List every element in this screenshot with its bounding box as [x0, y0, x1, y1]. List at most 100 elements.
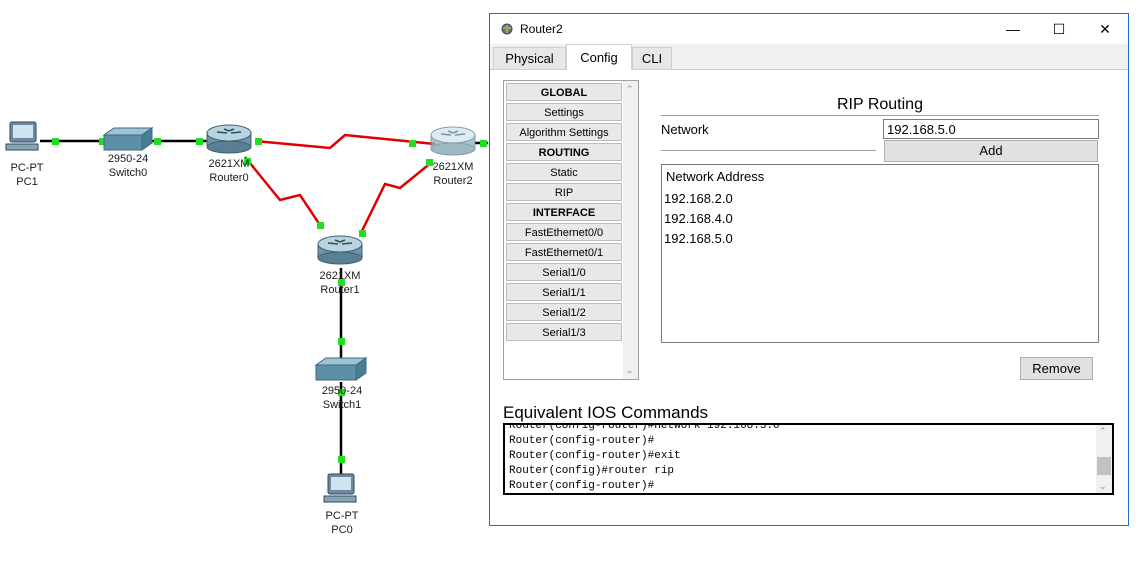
router-icon [430, 126, 476, 156]
device-pc0[interactable]: PC-PT PC0 [323, 473, 359, 536]
network-label: Network [661, 122, 709, 137]
topology-canvas[interactable]: PC-PT PC1 2950-24 Switch0 2621XM Router0 [0, 0, 488, 563]
status-dot [154, 138, 161, 145]
device-name-label: Router2 [433, 175, 472, 187]
device-model-label: PC-PT [11, 162, 44, 174]
device-model-label: 2621XM [209, 158, 250, 170]
device-name-label: Router0 [209, 172, 248, 184]
device-pc1[interactable]: PC-PT PC1 [0, 121, 44, 188]
config-nav-list: GLOBAL Settings Algorithm Settings ROUTI… [506, 83, 622, 343]
maximize-button[interactable]: ☐ [1036, 14, 1082, 44]
list-item[interactable]: 192.168.4.0 [664, 211, 733, 226]
status-dot [255, 138, 262, 145]
nav-section-global[interactable]: GLOBAL [506, 83, 622, 101]
device-name-label: Switch0 [109, 167, 148, 179]
ios-commands-console[interactable]: Router(config-router)#network 192.168.5.… [503, 423, 1114, 495]
app-icon [501, 23, 513, 35]
nav-section-interface[interactable]: INTERFACE [506, 203, 622, 221]
close-icon: ✕ [1099, 21, 1111, 37]
maximize-icon: ☐ [1052, 21, 1066, 37]
chevron-down-icon[interactable]: ⌄ [1099, 481, 1107, 491]
ios-scrollbar[interactable]: ⌃ ⌄ [1096, 425, 1112, 493]
add-button[interactable]: Add [884, 140, 1098, 162]
divider [661, 115, 1099, 116]
nav-scrollbar[interactable]: ⌃ ⌄ [623, 81, 638, 379]
device-model-label: 2621XM [320, 270, 361, 282]
nav-item-serial1-1[interactable]: Serial1/1 [506, 283, 622, 301]
status-dot [409, 140, 416, 147]
device-router0[interactable]: 2621XM Router0 [206, 124, 252, 184]
ios-line: Router(config-router)#exit [509, 450, 681, 462]
config-panel: GLOBAL Settings Algorithm Settings ROUTI… [490, 70, 1128, 525]
device-model-label: PC-PT [326, 510, 359, 522]
nav-item-rip[interactable]: RIP [506, 183, 622, 201]
nav-item-serial1-3[interactable]: Serial1/3 [506, 323, 622, 341]
ios-line: Router(config-router)# [509, 435, 655, 447]
pc-icon [5, 121, 39, 151]
link-router2-router1-serial[interactable] [358, 161, 433, 236]
link-router0-router1-serial[interactable] [244, 156, 324, 229]
minimize-icon: — [1006, 21, 1020, 37]
ios-command-lines: Router(config-router)#network 192.168.5.… [509, 423, 780, 493]
window-title: Router2 [520, 22, 563, 36]
list-item[interactable]: 192.168.5.0 [664, 231, 733, 246]
status-dot [244, 158, 251, 165]
status-dot [480, 140, 487, 147]
nav-item-serial1-2[interactable]: Serial1/2 [506, 303, 622, 321]
device-name-label: Switch1 [323, 399, 362, 411]
status-dot [196, 138, 203, 145]
router-icon [317, 235, 363, 265]
rip-routing-title: RIP Routing [837, 96, 923, 113]
nav-item-static[interactable]: Static [506, 163, 622, 181]
ios-line: Router(config-router)#network 192.168.5.… [509, 423, 780, 432]
network-address-list[interactable]: Network Address 192.168.2.0 192.168.4.0 … [661, 164, 1099, 343]
status-dot [426, 159, 433, 166]
tab-cli[interactable]: CLI [632, 47, 672, 69]
remove-button[interactable]: Remove [1020, 357, 1093, 380]
links [40, 133, 488, 475]
device-name-label: PC1 [16, 176, 37, 188]
status-dot [99, 138, 106, 145]
device-router1[interactable]: 2621XM Router1 [317, 235, 363, 296]
nav-item-settings[interactable]: Settings [506, 103, 622, 121]
close-button[interactable]: ✕ [1082, 14, 1128, 44]
chevron-up-icon[interactable]: ⌃ [1099, 426, 1107, 436]
ios-line: Router(config-router)# [509, 480, 655, 492]
device-model-label: 2950-24 [322, 385, 362, 397]
title-bar[interactable]: Router2 — ☐ ✕ [490, 14, 1128, 44]
router-icon [206, 124, 252, 154]
chevron-up-icon[interactable]: ⌃ [626, 84, 634, 94]
device-router2[interactable]: 2621XM Router2 [430, 126, 476, 187]
device-switch0[interactable]: 2950-24 Switch0 [102, 127, 154, 179]
status-dot [338, 279, 345, 286]
switch-icon [102, 127, 154, 151]
status-dot [52, 138, 59, 145]
list-item[interactable]: 192.168.2.0 [664, 191, 733, 206]
router-config-window: Router2 — ☐ ✕ Physical Config CLI GLOBAL… [489, 13, 1129, 526]
network-input[interactable] [883, 119, 1099, 139]
status-dot [338, 338, 345, 345]
divider [661, 150, 876, 151]
switch-icon [314, 357, 368, 381]
status-dot [359, 230, 366, 237]
ios-commands-title: Equivalent IOS Commands [503, 403, 709, 422]
device-switch1[interactable]: 2950-24 Switch1 [314, 357, 368, 411]
tab-bar: Physical Config CLI [490, 44, 1128, 70]
nav-item-algorithm-settings[interactable]: Algorithm Settings [506, 123, 622, 141]
nav-item-fastethernet0-1[interactable]: FastEthernet0/1 [506, 243, 622, 261]
link-router0-router2-serial[interactable] [254, 133, 436, 150]
tab-config[interactable]: Config [566, 44, 632, 70]
network-address-header: Network Address [666, 169, 765, 184]
device-name-label: PC0 [331, 524, 352, 536]
tab-physical[interactable]: Physical [493, 47, 566, 69]
status-dot [338, 456, 345, 463]
device-name-label: Router1 [320, 284, 359, 296]
link-status-dots [52, 138, 487, 463]
minimize-button[interactable]: — [990, 14, 1036, 44]
nav-section-routing[interactable]: ROUTING [506, 143, 622, 161]
scroll-thumb[interactable] [1097, 457, 1111, 475]
device-model-label: 2950-24 [108, 153, 148, 165]
nav-item-serial1-0[interactable]: Serial1/0 [506, 263, 622, 281]
nav-item-fastethernet0-0[interactable]: FastEthernet0/0 [506, 223, 622, 241]
chevron-down-icon[interactable]: ⌄ [626, 365, 634, 375]
